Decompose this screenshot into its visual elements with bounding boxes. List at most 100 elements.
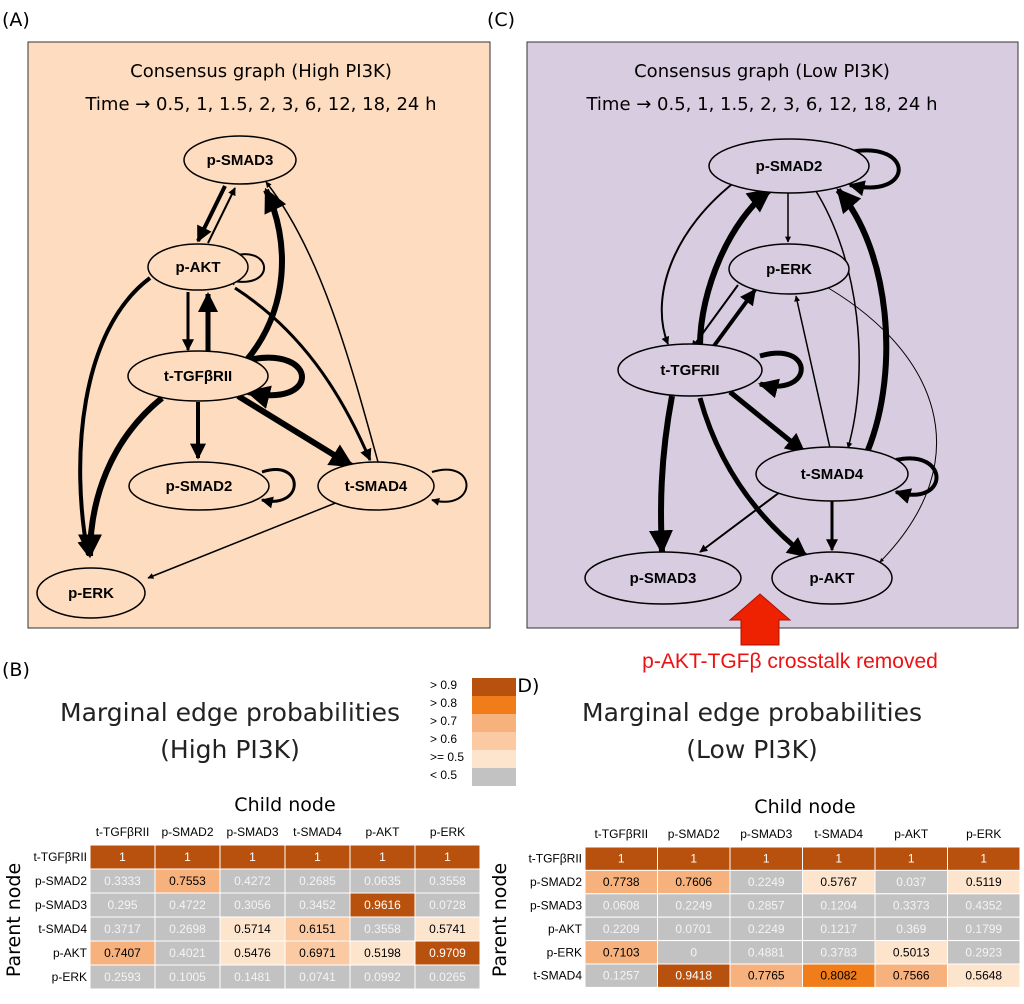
- panel-d-subtitle: (Low PI3K): [686, 735, 817, 764]
- svg-text:p-SMAD2: p-SMAD2: [756, 158, 823, 175]
- panel-b-letter: (B): [2, 659, 30, 681]
- table-cell: 0.8082: [820, 969, 857, 983]
- legend-swatch: [472, 714, 516, 732]
- table-cell: 0.6971: [299, 946, 336, 960]
- column-header: p-ERK: [430, 825, 465, 839]
- node-c-ttgfrii: t-TGFRII: [617, 343, 763, 397]
- column-header: p-AKT: [894, 827, 929, 841]
- node-c-psmad3: p-SMAD3: [584, 551, 742, 605]
- panel-b-child-label: Child node: [234, 794, 335, 816]
- crosstalk-arrow-icon: [728, 593, 792, 646]
- edge-a-tsmad4-perk: [147, 501, 339, 579]
- table-cell: 0.1257: [603, 969, 640, 983]
- row-header: p-ERK: [52, 970, 87, 984]
- table-cell: 0.4272: [234, 874, 271, 888]
- table-cell: 0.7103: [603, 945, 640, 959]
- table-cell-bg: [414, 844, 481, 870]
- row-header: p-AKT: [548, 922, 583, 936]
- node-a-ttgfbrii: t-TGFβRII: [127, 350, 269, 402]
- table-cell: 0.295: [107, 898, 137, 912]
- legend-label: > 0.6: [430, 732, 457, 746]
- panel-a-time-line: Time → 0.5, 1, 1.5, 2, 3, 6, 12, 18, 24 …: [84, 94, 436, 115]
- panel-a-title: Consensus graph (High PI3K): [130, 61, 392, 82]
- table-cell: 0.0701: [675, 922, 712, 936]
- table-cell: 0.0265: [429, 970, 466, 984]
- edge-c-tsmad4-perk: [794, 295, 831, 449]
- table-cell: 0.5198: [364, 946, 401, 960]
- svg-text:t-TGFRII: t-TGFRII: [660, 362, 719, 379]
- table-cell: 0.1799: [965, 922, 1002, 936]
- table-cell-bg: [219, 964, 286, 990]
- table-cell: 1: [980, 852, 987, 866]
- table-cell: 0.7606: [675, 875, 712, 889]
- panel-c-time-line: Time → 0.5, 1, 1.5, 2, 3, 6, 12, 18, 24 …: [585, 94, 937, 115]
- table-cell-bg: [349, 964, 416, 990]
- table-cell: 1: [763, 852, 770, 866]
- table-cell: 0.5714: [234, 922, 271, 936]
- table-cell: 0.0728: [429, 898, 466, 912]
- table-cell-bg: [284, 844, 351, 870]
- svg-text:p-ERK: p-ERK: [68, 585, 114, 602]
- table-cell: 0.3558: [364, 922, 401, 936]
- panel-a-background: [27, 41, 491, 629]
- table-cell: 0.2249: [748, 875, 785, 889]
- row-header: p-AKT: [53, 946, 88, 960]
- table-cell: 0.4881: [748, 945, 785, 959]
- table-cell: 0.3717: [104, 922, 141, 936]
- table-cell: 0.3333: [104, 874, 141, 888]
- svg-text:t-SMAD4: t-SMAD4: [801, 466, 864, 483]
- table-cell: 1: [184, 850, 191, 864]
- panel-d-title: Marginal edge probabilities: [582, 698, 922, 727]
- table-cell: 0.5648: [965, 969, 1002, 983]
- edge-c-ttgf-tsmad4: [728, 390, 806, 454]
- edge-a-psmad3-pakt: [196, 185, 227, 243]
- table-cell: 0.4021: [169, 946, 206, 960]
- table-cell: 0.2209: [603, 922, 640, 936]
- table-cell: 0.037: [896, 875, 926, 889]
- table-cell: 0.2857: [748, 899, 785, 913]
- row-header: p-ERK: [547, 945, 582, 959]
- table-cell: 0.4352: [965, 899, 1002, 913]
- table-cell-bg: [349, 916, 416, 942]
- svg-text:p-ERK: p-ERK: [766, 261, 812, 278]
- svg-text:p-AKT: p-AKT: [176, 259, 221, 276]
- table-cell: 0.7765: [748, 969, 785, 983]
- legend-label: < 0.5: [430, 768, 457, 782]
- panel-a-edges: [77, 181, 468, 579]
- table-cell-bg: [284, 892, 351, 918]
- table-cell: 0.1481: [234, 970, 271, 984]
- edge-a-ttgf-psmad3: [242, 187, 287, 364]
- column-header: p-SMAD2: [668, 827, 720, 841]
- table-cell-bg: [349, 892, 416, 918]
- table-cell-bg: [284, 964, 351, 990]
- table-cell: 0.0635: [364, 874, 401, 888]
- table-cell-bg: [414, 868, 481, 894]
- panel-c-letter: (C): [487, 9, 515, 31]
- legend-swatch: [472, 750, 516, 768]
- table-cell: 0.5119: [966, 875, 1002, 889]
- table-cell-bg: [947, 963, 1021, 988]
- edge-a-pakt-perk: [77, 276, 152, 557]
- node-a-psmad2: p-SMAD2: [128, 461, 270, 511]
- table-cell: 1: [119, 850, 126, 864]
- panel-b-parent-label: Parent node: [3, 863, 25, 977]
- table-cell: 1: [314, 850, 321, 864]
- table-cell: 0: [690, 945, 697, 959]
- node-a-perk: p-ERK: [36, 567, 146, 619]
- table-cell: 1: [690, 852, 697, 866]
- panel-a-letter: (A): [2, 9, 30, 31]
- svg-text:t-TGFβRII: t-TGFβRII: [164, 368, 232, 385]
- table-cell: 1: [379, 850, 386, 864]
- table-cell: 0.3558: [429, 874, 466, 888]
- edge-c-psmad2-self: [848, 148, 901, 197]
- table-cell: 0.9418: [675, 969, 712, 983]
- edge-a-tsmad4-self: [431, 468, 468, 506]
- table-cell: 0.1204: [820, 899, 857, 913]
- node-c-perk: p-ERK: [728, 243, 850, 295]
- panel-d-child-label: Child node: [754, 796, 855, 818]
- table-cell: 0.2685: [299, 874, 336, 888]
- edge-c-psmad2-ttgf: [660, 177, 741, 345]
- table-cell-bg: [414, 964, 481, 990]
- row-header: t-TGFβRII: [528, 852, 582, 866]
- row-header: p-SMAD3: [530, 899, 582, 913]
